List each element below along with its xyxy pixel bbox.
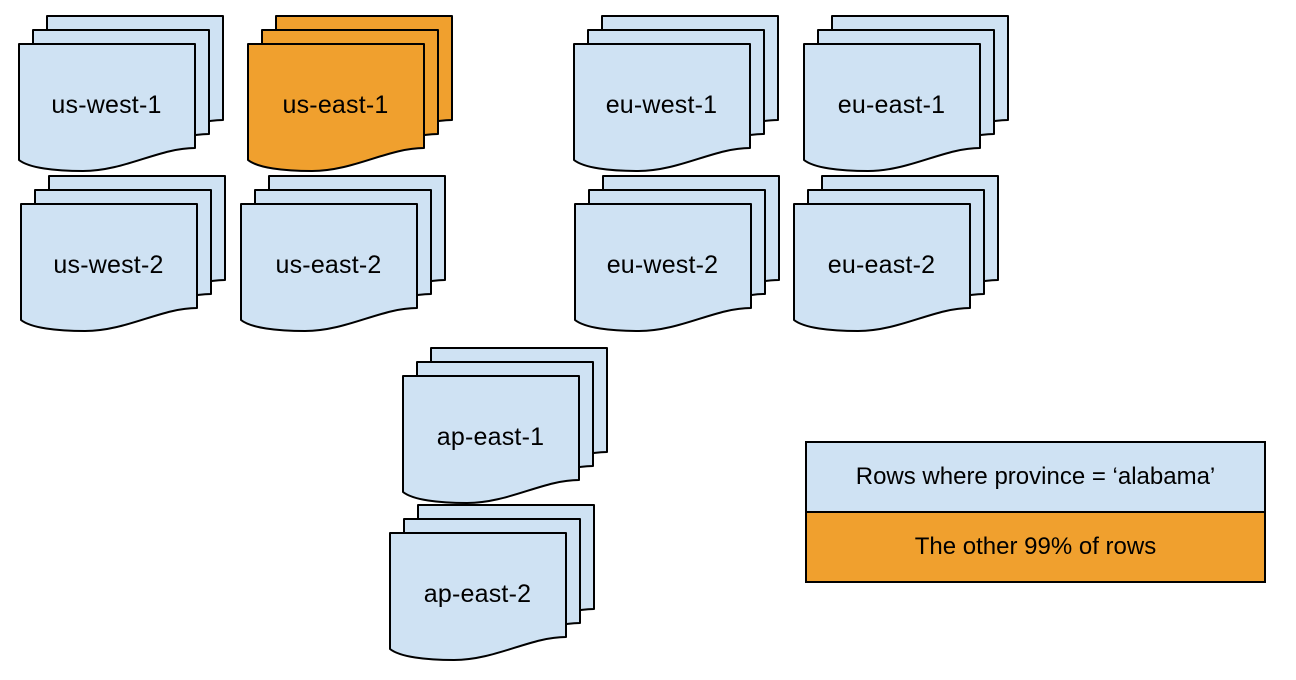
- region-stack-ap-east-2: ap-east-2: [389, 504, 597, 663]
- region-stack-us-west-1: us-west-1: [18, 15, 226, 174]
- region-label: eu-west-2: [606, 250, 719, 279]
- region-stack-us-east-1: us-east-1: [247, 15, 455, 174]
- region-stack-eu-west-1: eu-west-1: [573, 15, 781, 174]
- region-label: us-east-2: [275, 250, 382, 279]
- region-label: eu-east-1: [837, 90, 946, 119]
- region-stack-us-west-2: us-west-2: [20, 175, 228, 334]
- legend-item-label: Rows where province = ‘alabama’: [855, 463, 1216, 490]
- legend-item-other-rows: The other 99% of rows: [807, 511, 1264, 581]
- legend: Rows where province = ‘alabama’ The othe…: [805, 441, 1266, 583]
- region-label: us-west-1: [51, 90, 162, 119]
- region-stack-us-east-2: us-east-2: [240, 175, 448, 334]
- legend-item-alabama-rows: Rows where province = ‘alabama’: [807, 443, 1264, 511]
- region-stack-eu-east-1: eu-east-1: [803, 15, 1011, 174]
- region-label: ap-east-1: [436, 422, 545, 451]
- region-label: us-east-1: [282, 90, 389, 119]
- legend-item-label: The other 99% of rows: [914, 533, 1157, 560]
- region-stack-ap-east-1: ap-east-1: [402, 347, 610, 506]
- region-stack-eu-east-2: eu-east-2: [793, 175, 1001, 334]
- region-stack-eu-west-2: eu-west-2: [574, 175, 782, 334]
- region-label: us-west-2: [53, 250, 164, 279]
- region-label: eu-west-1: [605, 90, 718, 119]
- region-label: eu-east-2: [827, 250, 936, 279]
- region-label: ap-east-2: [423, 579, 532, 608]
